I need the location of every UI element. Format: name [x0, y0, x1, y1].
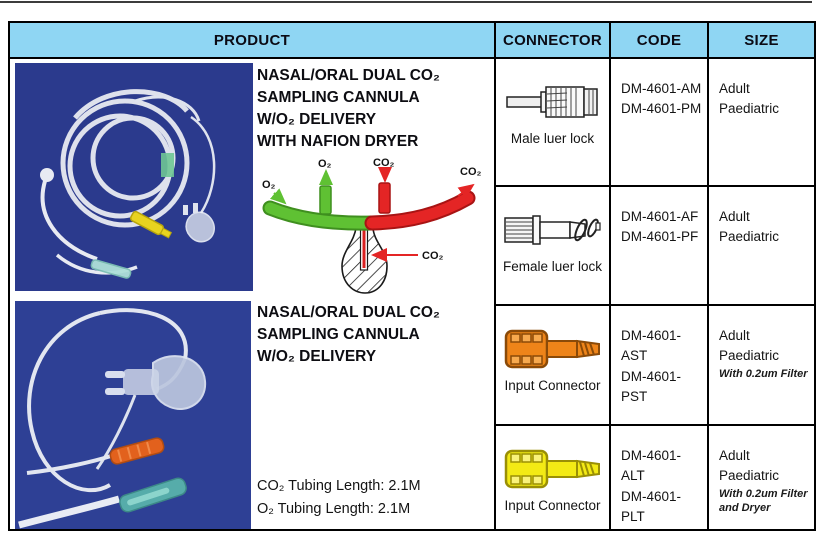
size-note: With 0.2um Filter: [719, 487, 808, 500]
code-value: DM-4601-ALT: [621, 448, 682, 484]
connector-cell-row-4: Input Connector: [496, 426, 611, 529]
connector-label: Input Connector: [504, 498, 601, 513]
size-value: Paediatric: [719, 468, 780, 484]
header-code: CODE: [611, 23, 709, 59]
size-value: Adult: [719, 328, 750, 343]
size-value: Paediatric: [719, 101, 780, 117]
size-cell-row-3: Adult Paediatric With 0.2um Filter: [709, 306, 814, 426]
connector-label: Male luer lock: [510, 131, 595, 146]
product-title-line: NASAL/ORAL DUAL CO₂: [257, 304, 440, 321]
size-note: With 0.2um Filter: [719, 367, 808, 380]
product-title-line: SAMPLING CANNULA: [257, 89, 420, 106]
size-value: Adult: [719, 209, 750, 224]
code-value: DM-4601-AM: [621, 81, 702, 96]
size-cell-row-2: Adult Paediatric: [709, 187, 814, 306]
code-value: DM-4601-PF: [621, 229, 699, 245]
input-connector-orange-icon: [503, 326, 603, 372]
product-title-line: WITH NAFION DRYER: [257, 133, 419, 150]
male-luer-lock-icon: [503, 79, 603, 125]
spec-line-co2-length: CO₂ Tubing Length: 2.1M: [257, 478, 421, 494]
input-connector-yellow-icon: [503, 446, 603, 492]
product-title-line: NASAL/ORAL DUAL CO₂: [257, 67, 440, 84]
header-product: PRODUCT: [10, 23, 496, 59]
product-title-line: W/O₂ DELIVERY: [257, 111, 377, 128]
connector-label: Input Connector: [504, 378, 601, 393]
diagram-label-co2-top: CO₂: [373, 158, 395, 169]
code-cell-row-2: DM-4601-AF DM-4601-PF: [611, 187, 709, 306]
code-value: DM-4601-PM: [621, 101, 702, 117]
tubing-length-specs: CO₂ Tubing Length: 2.1M O₂ Tubing Length…: [257, 475, 421, 521]
gas-flow-diagram: O₂ O₂ CO₂ CO₂ CO₂: [262, 158, 482, 294]
product-title-1: NASAL/ORAL DUAL CO₂ SAMPLING CANNULA W/O…: [257, 65, 489, 153]
spec-line-o2-length: O₂ Tubing Length: 2.1M: [257, 501, 411, 518]
connector-cell-row-3: Input Connector: [496, 306, 611, 426]
female-luer-lock-icon: [503, 207, 603, 253]
size-value: Adult: [719, 81, 750, 96]
connector-cell-row-2: Female luer lock: [496, 187, 611, 306]
size-cell-row-1: Adult Paediatric: [709, 59, 814, 187]
product-photo-cannula-closeup: [15, 301, 251, 529]
product-title-2: NASAL/ORAL DUAL CO₂ SAMPLING CANNULA W/O…: [257, 302, 489, 368]
header-size: SIZE: [709, 23, 814, 59]
code-cell-row-3: DM-4601-AST DM-4601-PST: [611, 306, 709, 426]
size-cell-row-4: Adult Paediatric With 0.2um Filter and D…: [709, 426, 814, 529]
product-title-line: SAMPLING CANNULA: [257, 326, 420, 343]
diagram-label-co2-right: CO₂: [460, 166, 482, 178]
product-photo-cannula-nafion: [15, 63, 253, 291]
code-cell-row-4: DM-4601-ALT DM-4601-PLT: [611, 426, 709, 529]
code-value: DM-4601-PST: [621, 368, 682, 404]
diagram-label-co2-center: CO₂: [422, 250, 444, 262]
header-connector: CONNECTOR: [496, 23, 611, 59]
code-value: DM-4601-AF: [621, 209, 699, 224]
diagram-label-o2-top: O₂: [318, 158, 332, 170]
size-value: Paediatric: [719, 229, 780, 245]
size-note: and Dryer: [719, 502, 771, 515]
size-value: Adult: [719, 448, 750, 463]
connector-cell-row-1: Male luer lock: [496, 59, 611, 187]
code-cell-row-1: DM-4601-AM DM-4601-PM: [611, 59, 709, 187]
top-rule: [0, 1, 812, 3]
diagram-label-o2-left: O₂: [262, 179, 276, 191]
code-value: DM-4601-AST: [621, 328, 682, 364]
connector-label: Female luer lock: [502, 259, 603, 274]
product-table: PRODUCT CONNECTOR CODE SIZE: [8, 21, 816, 531]
product-title-line: W/O₂ DELIVERY: [257, 348, 377, 365]
size-value: Paediatric: [719, 348, 780, 364]
code-value: DM-4601-PLT: [621, 488, 682, 524]
product-column-cell: NASAL/ORAL DUAL CO₂ SAMPLING CANNULA W/O…: [10, 59, 496, 529]
